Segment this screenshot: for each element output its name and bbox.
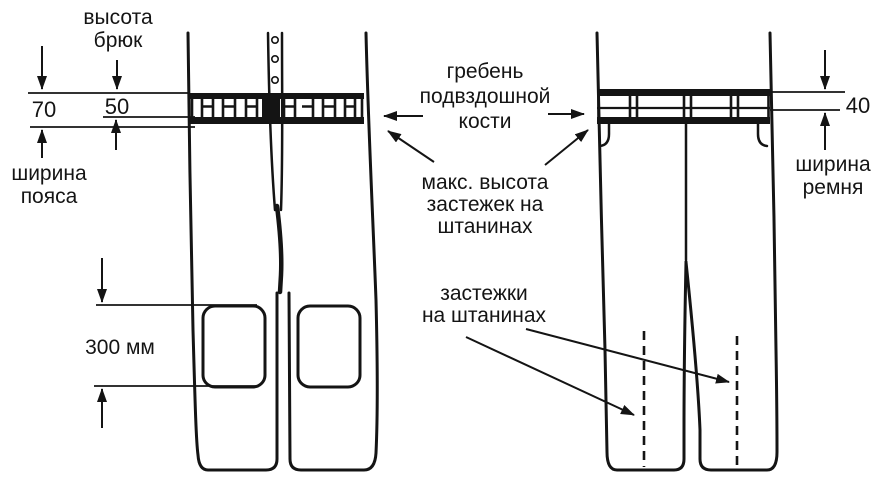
belt-width-value: 40	[845, 93, 871, 118]
waist-width-label: ширина пояса	[11, 162, 87, 208]
arrow-maxheight-to-front	[387, 130, 435, 163]
pocket-left	[201, 304, 267, 389]
fly-buttons	[270, 35, 279, 85]
arrow-fasteners-to-right-leg	[525, 328, 730, 384]
waistband-back	[597, 89, 770, 124]
max-fastener-height-label: макс. высота застежек на штанинах	[421, 171, 549, 238]
pocket-zone-height-value: 300 мм	[85, 336, 155, 359]
trousers-back-outline	[595, 31, 779, 472]
trouser-height-label: высота брюк	[83, 6, 153, 52]
waistband-front	[188, 93, 364, 124]
belt-height-value: 50	[104, 94, 130, 119]
pocket-right	[296, 304, 362, 389]
arrow-maxheight-to-back	[544, 129, 589, 166]
trousers-front-outline	[186, 31, 379, 472]
arrow-fasteners-to-left-leg	[465, 336, 635, 416]
iliac-crest-label: гребень подвздошной кости	[419, 60, 551, 133]
belt-width-label: ширина ремня	[795, 153, 871, 199]
leg-fasteners-label: застежки на штанинах	[421, 282, 547, 327]
waistband-height-value: 70	[31, 97, 57, 122]
